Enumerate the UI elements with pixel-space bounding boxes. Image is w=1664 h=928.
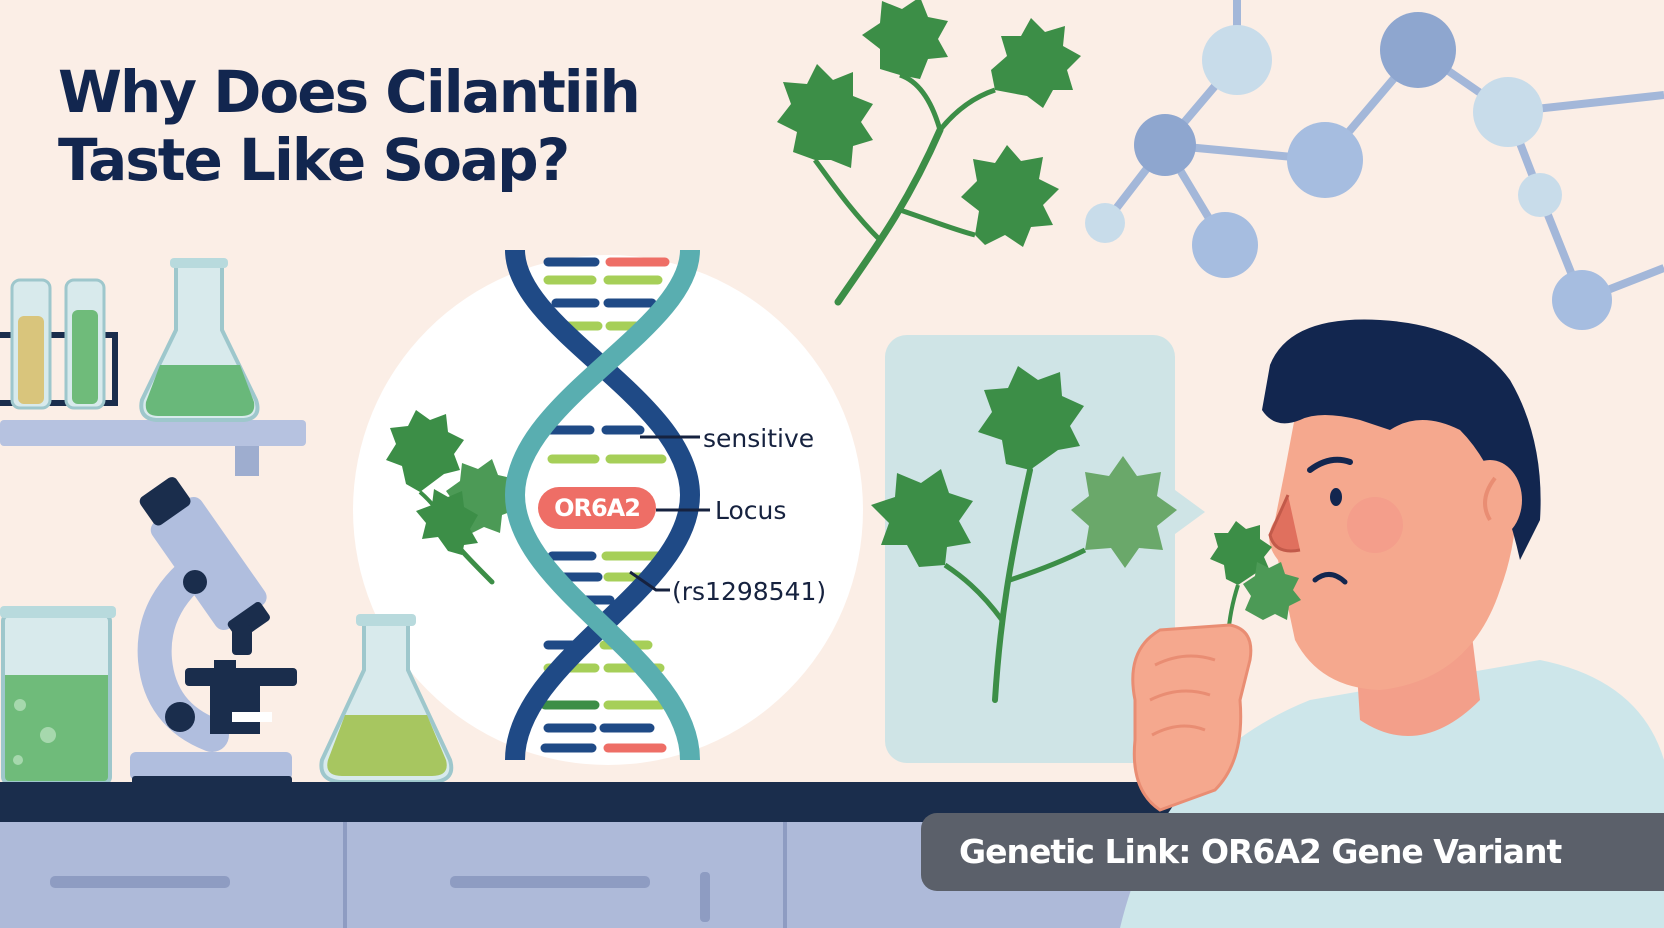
thought-bubble [885, 335, 1205, 763]
gene-badge: OR6A2 [538, 487, 656, 529]
title-line-1: Why Does Cilantiih [58, 58, 641, 126]
flask-icon [319, 614, 454, 784]
flask-icon [139, 258, 260, 422]
hand [1131, 623, 1253, 812]
beaker-icon [0, 606, 116, 785]
dna-label-snp: (rs1298541) [672, 577, 827, 606]
test-tube-icon [10, 278, 106, 410]
caption-banner: Genetic Link: OR6A2 Gene Variant [921, 813, 1664, 891]
dna-label-locus: Locus [715, 496, 787, 525]
dna-helix-icon [504, 249, 701, 761]
cilantro-leaf-icon [1210, 521, 1301, 671]
cilantro-leaf-icon [777, 0, 1081, 306]
molecule-atoms [1085, 12, 1612, 330]
page-title: Why Does Cilantiih Taste Like Soap? [58, 58, 641, 194]
microscope-icon [130, 477, 297, 786]
cilantro-leaf-icon [871, 366, 1177, 703]
dna-label-leaders [629, 435, 710, 592]
cilantro-leaf-icon [386, 410, 518, 585]
lab-shelf [0, 332, 306, 476]
title-line-2: Taste Like Soap? [58, 126, 570, 194]
dna-label-sensitive: sensitive [703, 424, 815, 453]
